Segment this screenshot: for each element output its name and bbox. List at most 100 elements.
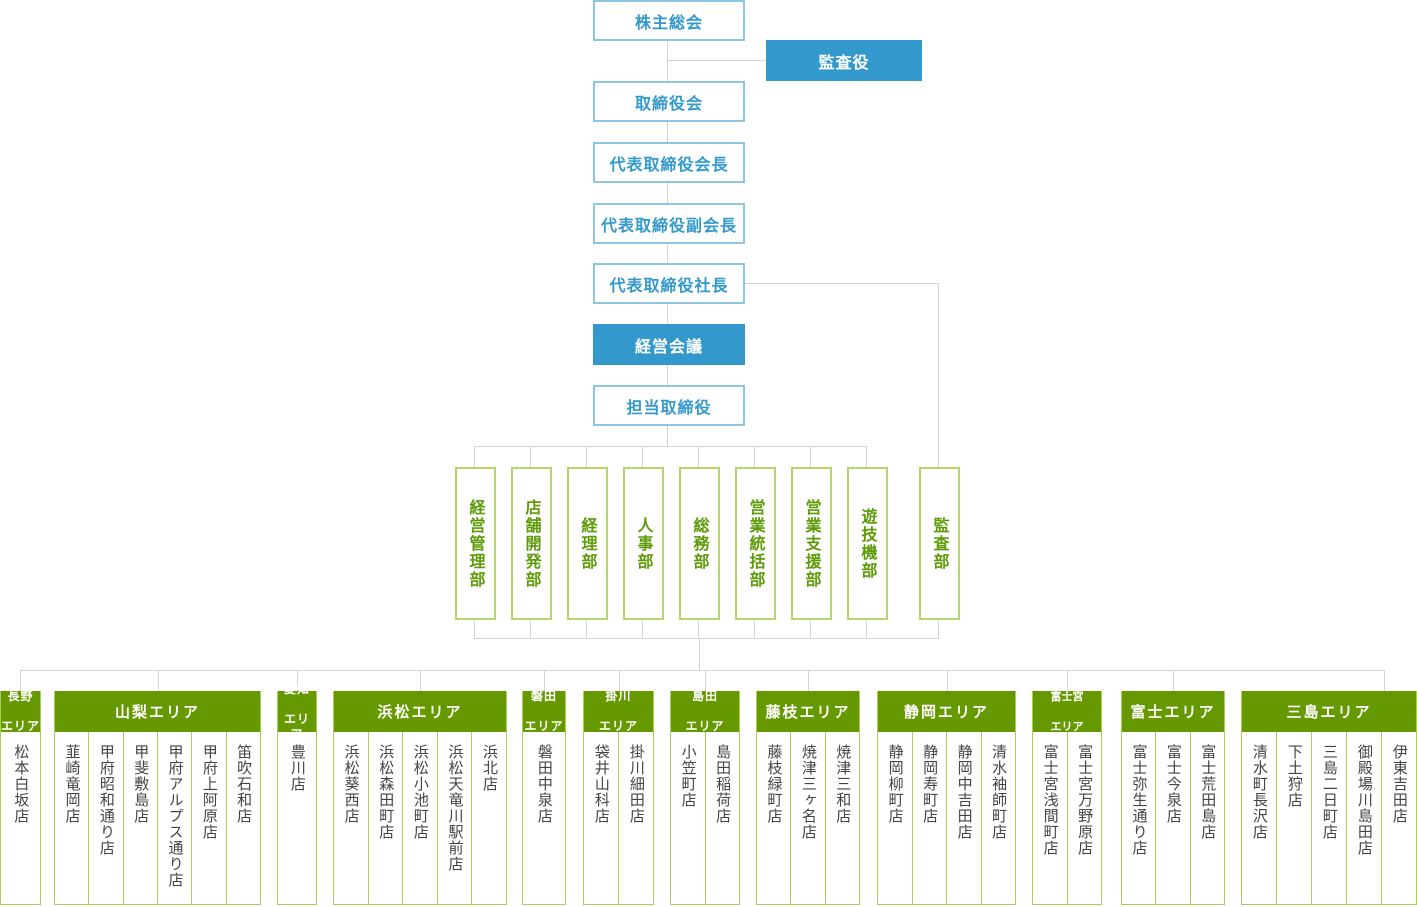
connector-dept-tick-bottom — [474, 618, 475, 638]
department-label: 遊技機部 — [858, 507, 878, 580]
exec-directors-in-charge: 担当取締役 — [593, 385, 745, 426]
area-box: 掛川エリア袋井山科店掛川細田店 — [583, 689, 654, 905]
department-box: 経営管理部 — [455, 467, 496, 620]
store-name: 静岡柳町店 — [886, 744, 905, 824]
store-item: 島田稲荷店 — [706, 732, 740, 905]
store-name: 掛川細田店 — [627, 744, 646, 824]
connector-area-tick — [297, 670, 298, 691]
connector-area-tick — [808, 670, 809, 691]
store-name: 韮崎竜岡店 — [63, 744, 82, 824]
department-box: 人事部 — [623, 467, 664, 620]
area-name: 浜松エリア — [377, 703, 463, 721]
store-item: 三島二日町店 — [1312, 732, 1347, 905]
area-box: 藤枝エリア藤枝緑町店焼津三ヶ名店焼津三和店 — [756, 691, 860, 905]
store-name: 富士宮万野原店 — [1076, 744, 1095, 856]
area-name: 愛知 — [283, 681, 310, 696]
store-name: 浜松森田町店 — [377, 744, 396, 840]
area-header: 島田エリア — [671, 689, 739, 733]
store-name: 焼津三和店 — [834, 744, 853, 824]
store-item: 豊川店 — [278, 732, 316, 905]
store-list: 韮崎竜岡店甲府昭和通り店甲斐敷島店甲府アルプス通り店甲府上阿原店笛吹石和店 — [55, 732, 260, 905]
connector-dept-tick-top — [530, 446, 531, 467]
connector-area-tick — [544, 670, 545, 691]
store-item: 下土狩店 — [1277, 732, 1312, 905]
connector-area-tick — [20, 670, 21, 691]
store-list: 藤枝緑町店焼津三ヶ名店焼津三和店 — [757, 732, 859, 905]
store-item: 富士荒田島店 — [1191, 732, 1224, 905]
department-label: 監査部 — [930, 516, 950, 571]
exec-management-meeting: 経営会議 — [593, 324, 745, 365]
store-item: 浜松森田町店 — [369, 732, 404, 905]
store-name: 松本白坂店 — [12, 744, 31, 824]
connector-area-tick — [1173, 670, 1174, 691]
department-label: 営業支援部 — [802, 498, 822, 589]
department-box: 総務部 — [679, 467, 720, 620]
store-list: 浜松葵西店浜松森田町店浜松小池町店浜松天竜川駅前店浜北店 — [334, 732, 506, 905]
store-name: 富士宮浅間町店 — [1041, 744, 1060, 856]
connector-dept-top — [474, 446, 866, 447]
department-label: 総務部 — [690, 516, 710, 571]
area-name: 島田 — [691, 689, 718, 703]
store-name: 静岡寿町店 — [921, 744, 940, 824]
area-header: 長野エリア — [1, 689, 40, 733]
store-name: 浜松天竜川駅前店 — [446, 744, 465, 872]
connector-area-tick — [420, 670, 421, 691]
area-header: 静岡エリア — [878, 691, 1015, 732]
store-item: 富士宮万野原店 — [1068, 732, 1102, 905]
store-list: 清水町長沢店下土狩店三島二日町店御殿場川島田店伊東吉田店 — [1242, 732, 1416, 905]
connector-dept-tick-top — [866, 446, 867, 467]
store-list: 富士弥生通り店富士今泉店富士荒田島店 — [1122, 732, 1224, 905]
store-item: 伊東吉田店 — [1382, 732, 1416, 905]
store-item: 富士宮浅間町店 — [1033, 732, 1068, 905]
area-header: 三島エリア — [1242, 691, 1416, 732]
area-box: 静岡エリア静岡柳町店静岡寿町店静岡中吉田店清水袖師町店 — [877, 691, 1016, 905]
exec-vice-chairman: 代表取締役副会長 — [593, 203, 745, 244]
store-item: 浜松天竜川駅前店 — [438, 732, 473, 905]
store-list: 静岡柳町店静岡寿町店静岡中吉田店清水袖師町店 — [878, 732, 1015, 905]
store-name: 富士弥生通り店 — [1130, 744, 1149, 856]
area-box: 浜松エリア浜松葵西店浜松森田町店浜松小池町店浜松天竜川駅前店浜北店 — [333, 691, 507, 905]
store-list: 富士宮浅間町店富士宮万野原店 — [1033, 732, 1101, 905]
area-box: 富士宮エリア富士宮浅間町店富士宮万野原店 — [1032, 690, 1102, 905]
connector-area-tick — [158, 670, 159, 691]
store-item: 磐田中泉店 — [523, 732, 565, 905]
area-name-suffix: エリア — [598, 719, 638, 733]
connector-dept-tick-bottom — [866, 618, 867, 638]
store-name: 甲府上阿原店 — [200, 744, 219, 840]
department-label: 経営管理部 — [466, 498, 486, 589]
store-item: 笛吹石和店 — [227, 732, 260, 905]
store-item: 焼津三和店 — [826, 732, 859, 905]
store-name: 甲斐敷島店 — [132, 744, 151, 824]
store-item: 甲斐敷島店 — [124, 732, 158, 905]
area-header: 藤枝エリア — [757, 691, 859, 732]
connector-area-tick — [1067, 670, 1068, 691]
store-name: 浜松小池町店 — [411, 744, 430, 840]
store-name: 笛吹石和店 — [235, 744, 254, 824]
area-name: 富士エリア — [1130, 703, 1216, 721]
department-label: 人事部 — [634, 516, 654, 571]
connector-dept-tick-bottom — [642, 618, 643, 638]
department-box: 経理部 — [567, 467, 608, 620]
department-box: 営業支援部 — [791, 467, 832, 620]
area-box: 山梨エリア韮崎竜岡店甲府昭和通り店甲斐敷島店甲府アルプス通り店甲府上阿原店笛吹石… — [54, 691, 261, 905]
connector-dept-to-areas — [699, 638, 700, 670]
exec-shareholders-meeting: 株主総会 — [593, 0, 745, 41]
department-label: 店舗開発部 — [522, 498, 542, 589]
connector-area-top — [20, 670, 1385, 671]
store-item: 富士弥生通り店 — [1122, 732, 1157, 905]
store-item: 韮崎竜岡店 — [55, 732, 90, 905]
area-name-suffix: エリア — [283, 711, 310, 741]
store-name: 静岡中吉田店 — [955, 744, 974, 840]
connector-dept-tick-bottom — [530, 618, 531, 638]
exec-chairman: 代表取締役会長 — [593, 142, 745, 183]
store-name: 浜北店 — [481, 744, 500, 792]
connector-auditor — [667, 60, 767, 61]
store-name: 伊東吉田店 — [1390, 744, 1409, 824]
connector-area-tick — [705, 670, 706, 691]
store-name: 御殿場川島田店 — [1355, 744, 1374, 856]
connector-dept-tick-bottom — [698, 618, 699, 638]
store-item: 甲府上阿原店 — [192, 732, 227, 905]
store-name: 藤枝緑町店 — [765, 744, 784, 824]
area-header: 浜松エリア — [334, 691, 506, 732]
area-name: 山梨エリア — [114, 703, 200, 721]
